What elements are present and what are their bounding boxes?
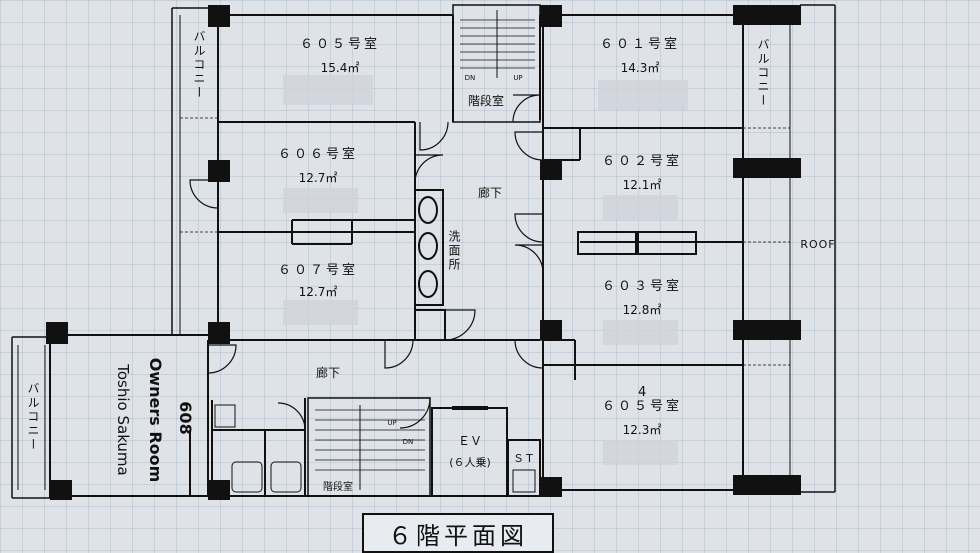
room-607-area: 12.7㎡ [299, 285, 338, 299]
room-607-name: ６０７号室 [278, 262, 358, 278]
balcony-608-label: バルコニー [26, 382, 40, 452]
room-placeholders [283, 75, 688, 465]
stairs-top-label: 階段室 [468, 93, 504, 108]
structural-columns [46, 5, 801, 500]
room-602-name: ６０２号室 [602, 153, 682, 169]
room-605-area: 15.4㎡ [321, 61, 360, 75]
storage-label: ＳＴ [513, 452, 535, 465]
room-605b-area: 12.3㎡ [623, 423, 662, 437]
room-605b-correction: 4 [638, 385, 646, 400]
plan-title-box: ６階平面図 [362, 513, 554, 553]
plan-linework [11, 4, 836, 499]
room-608-owner: Owners Room [146, 358, 165, 483]
room-603-area: 12.8㎡ [623, 303, 662, 317]
room-608-labels: 608 Owners Room Toshio Sakuma [114, 358, 195, 483]
corridor-lower-label: 廊下 [316, 365, 340, 380]
room-605b-name: ６０５号室 [602, 398, 682, 414]
room-603-name: ６０３号室 [602, 278, 682, 294]
room-602-area: 12.1㎡ [623, 178, 662, 192]
elevator-capacity: (６人乗) [449, 456, 491, 469]
room-606-area: 12.7㎡ [299, 171, 338, 185]
room-608-person: Toshio Sakuma [114, 363, 132, 475]
stairs-bottom-up: UP [387, 419, 396, 427]
washroom-label: 洗面所 [447, 230, 461, 272]
stairs-bottom-dn: DN [403, 438, 414, 446]
room-601-name: ６０１号室 [600, 36, 680, 52]
room-605-name: ６０５号室 [300, 36, 380, 52]
plan-title: ６階平面図 [388, 521, 528, 550]
room-608-number: 608 [176, 401, 195, 434]
balcony-right-label: バルコニー [756, 38, 770, 108]
stairs-bottom-label: 階段室 [323, 480, 353, 493]
roof-label: ROOF [800, 238, 835, 251]
balcony-left-label: バルコニー [192, 30, 206, 100]
elevator-label: ＥＶ [458, 434, 482, 448]
room-606-name: ６０６号室 [278, 146, 358, 162]
room-601-area: 14.3㎡ [621, 61, 660, 75]
corridor-upper-label: 廊下 [478, 185, 502, 200]
stairs-top-up: UP [513, 74, 522, 82]
stairs-top-dn: DN [465, 74, 476, 82]
